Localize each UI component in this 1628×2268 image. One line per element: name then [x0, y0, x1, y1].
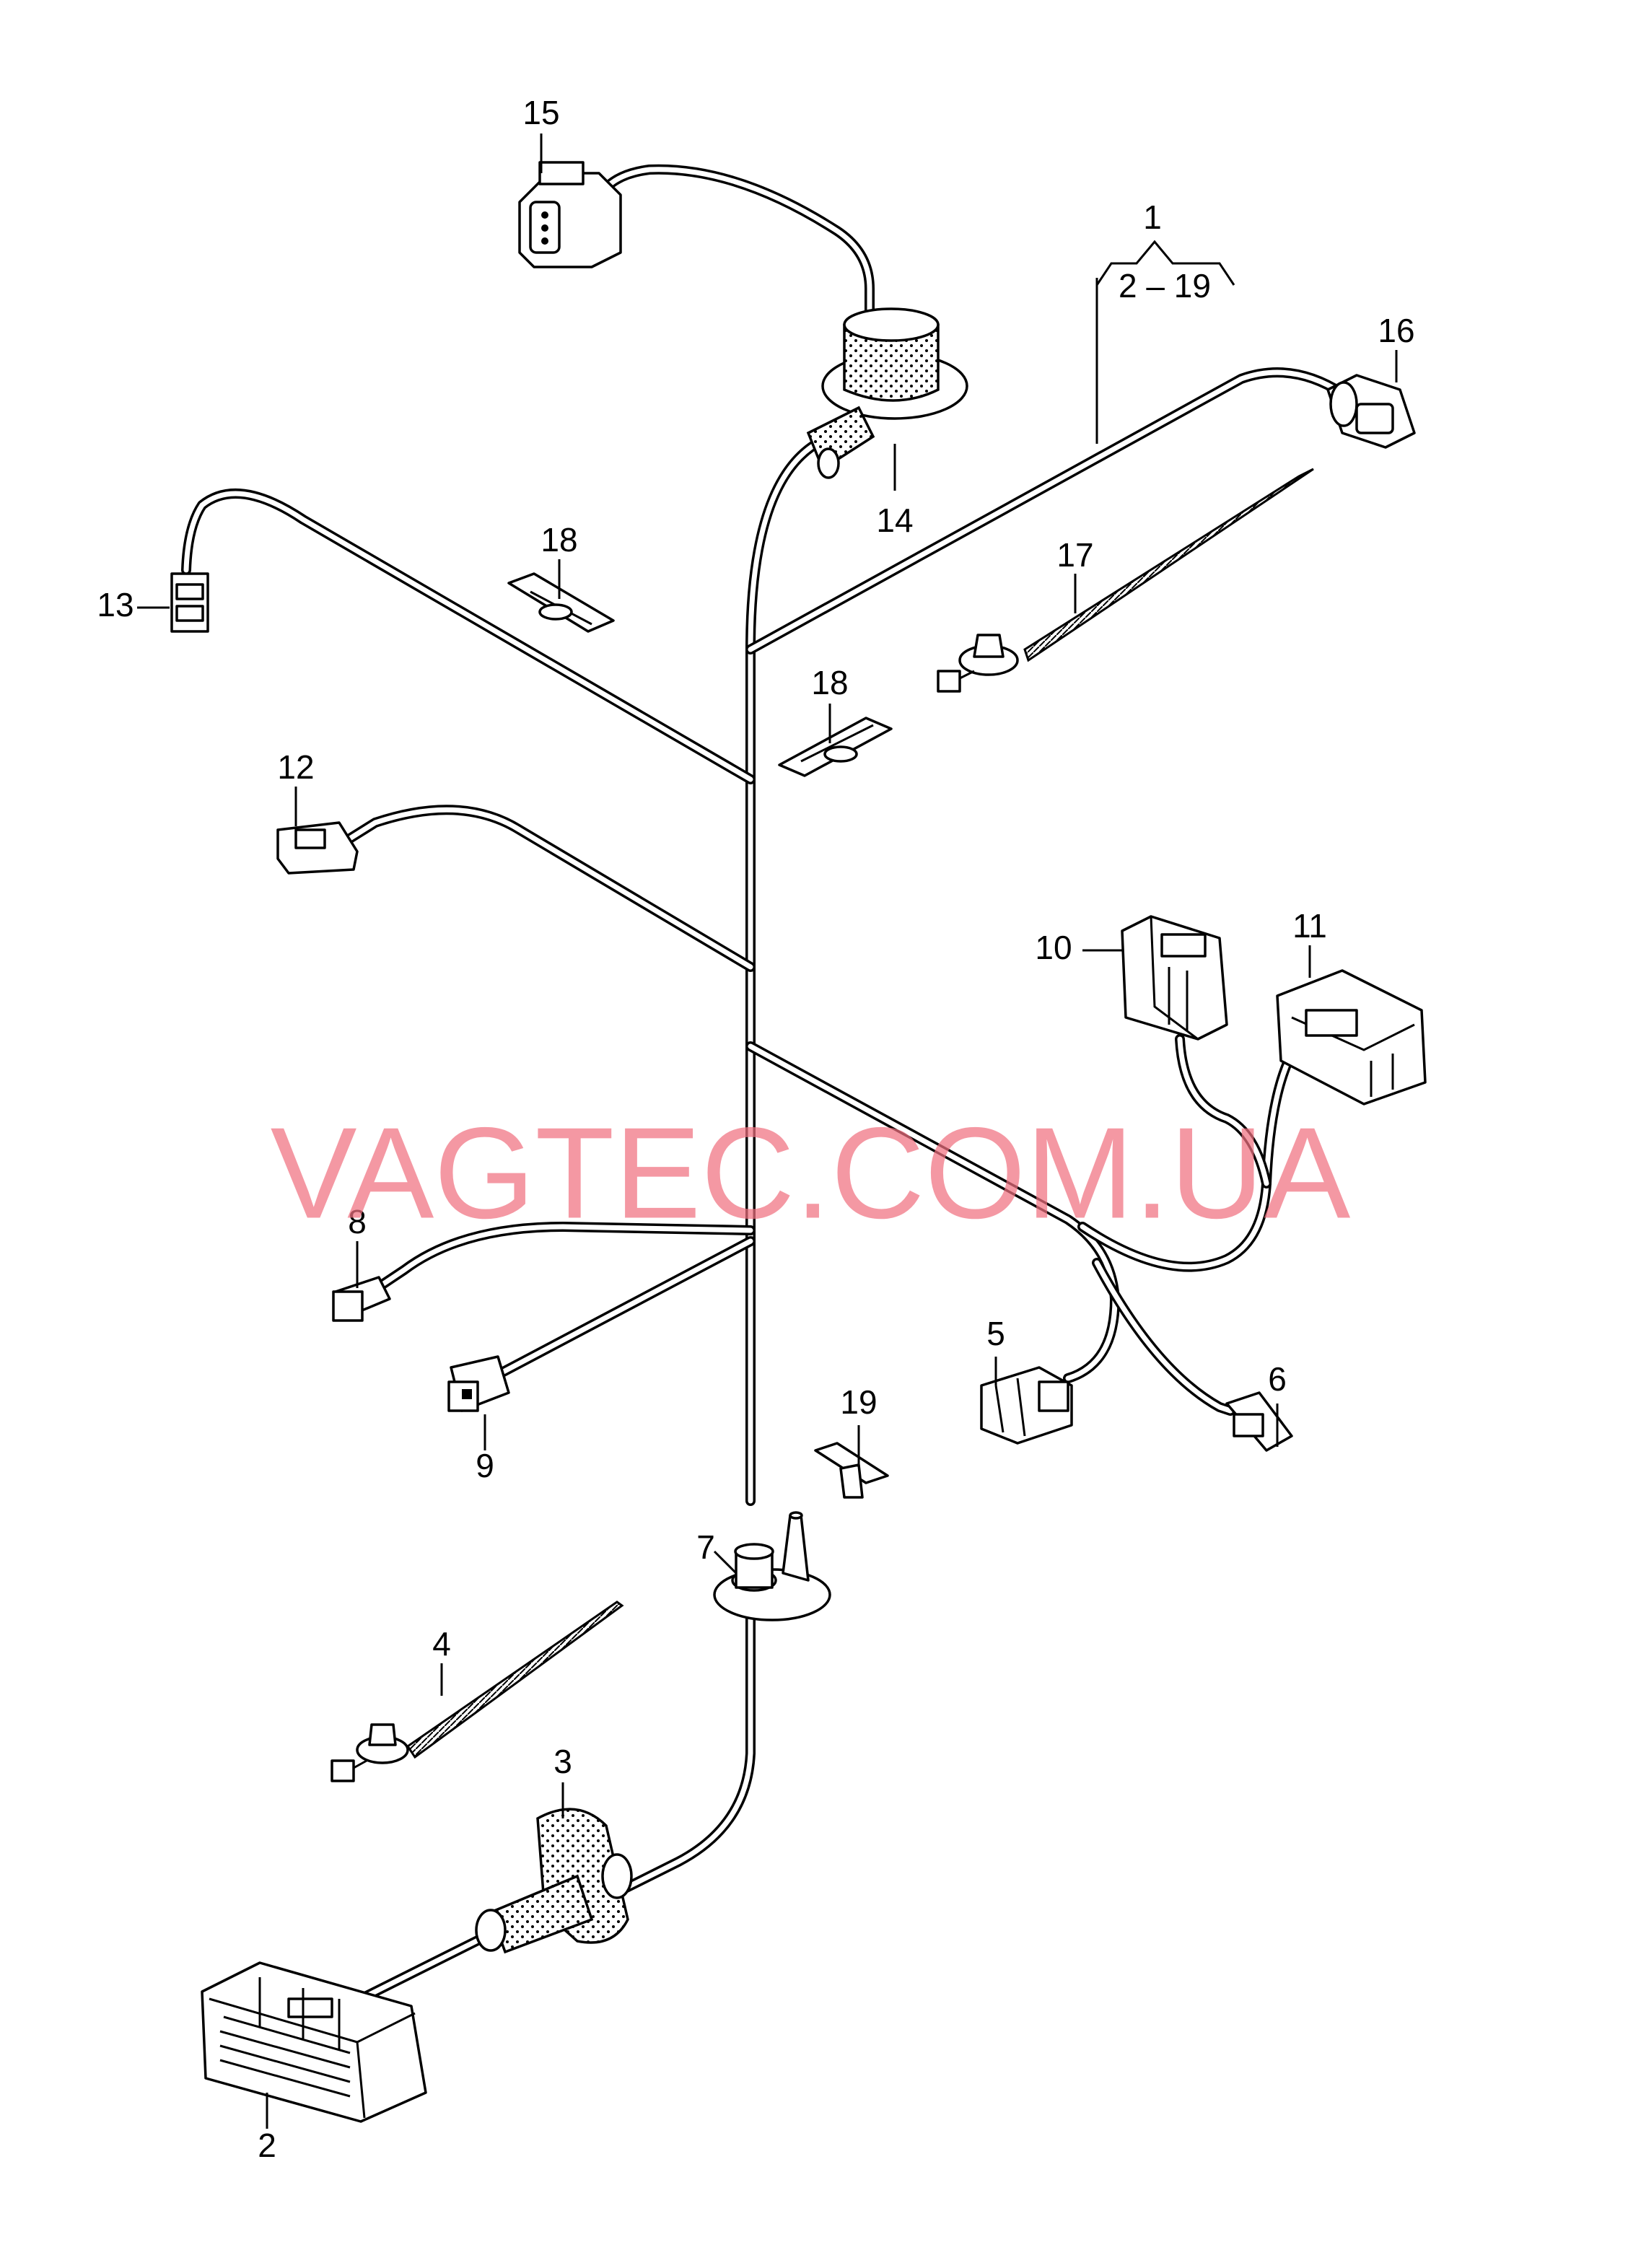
cable-tie-17: [937, 468, 1314, 693]
clip-18-upper: [507, 572, 615, 633]
harness-wires: [181, 164, 1347, 2011]
connector-6: [1225, 1391, 1293, 1452]
connector-12: [276, 821, 359, 875]
callout-6: 6: [1268, 1360, 1287, 1398]
callout-16: 16: [1378, 312, 1414, 349]
grommet-7: [713, 1511, 831, 1621]
connector-2: [201, 1961, 427, 2123]
callout-13: 13: [97, 586, 134, 623]
connector-9: [447, 1355, 510, 1412]
clip-18-lower: [778, 717, 893, 777]
cable-tie-4: [331, 1601, 624, 1782]
callout-3: 3: [553, 1743, 572, 1780]
callout-5: 5: [986, 1315, 1005, 1352]
connector-8: [332, 1276, 391, 1322]
connector-11: [1276, 969, 1427, 1105]
callout-7: 7: [696, 1528, 715, 1566]
callout-4: 4: [432, 1625, 451, 1663]
connector-16: [1326, 374, 1416, 449]
clip-19: [814, 1442, 889, 1499]
callout-15: 15: [522, 94, 559, 131]
callout-12: 12: [277, 748, 314, 786]
leader-lines: [137, 133, 1398, 2129]
connector-15: [518, 161, 622, 268]
grommet-3: [475, 1808, 633, 1954]
callout-1: 1: [1143, 198, 1162, 236]
watermark: VAGTEC.COM.UA: [271, 1101, 1351, 1246]
callout-14: 14: [876, 502, 913, 539]
callout-9: 9: [476, 1447, 494, 1484]
connector-13: [170, 572, 209, 633]
connector-5: [980, 1366, 1073, 1445]
callout-18-upper: 18: [541, 521, 577, 559]
callout-labels: 1 2 – 19 15 16 14 13 18 17 18 12 10 11 8…: [97, 94, 1414, 2164]
callout-2: 2: [258, 2127, 276, 2164]
grommet-14: [806, 307, 968, 479]
callout-19: 19: [840, 1383, 877, 1421]
callout-18-lower: 18: [811, 664, 848, 701]
callout-17: 17: [1056, 536, 1093, 574]
callout-11: 11: [1292, 907, 1327, 945]
callout-10: 10: [1035, 929, 1072, 966]
callout-1-range: 2 – 19: [1119, 267, 1211, 305]
callout-8: 8: [348, 1203, 367, 1240]
connector-10: [1121, 915, 1228, 1041]
